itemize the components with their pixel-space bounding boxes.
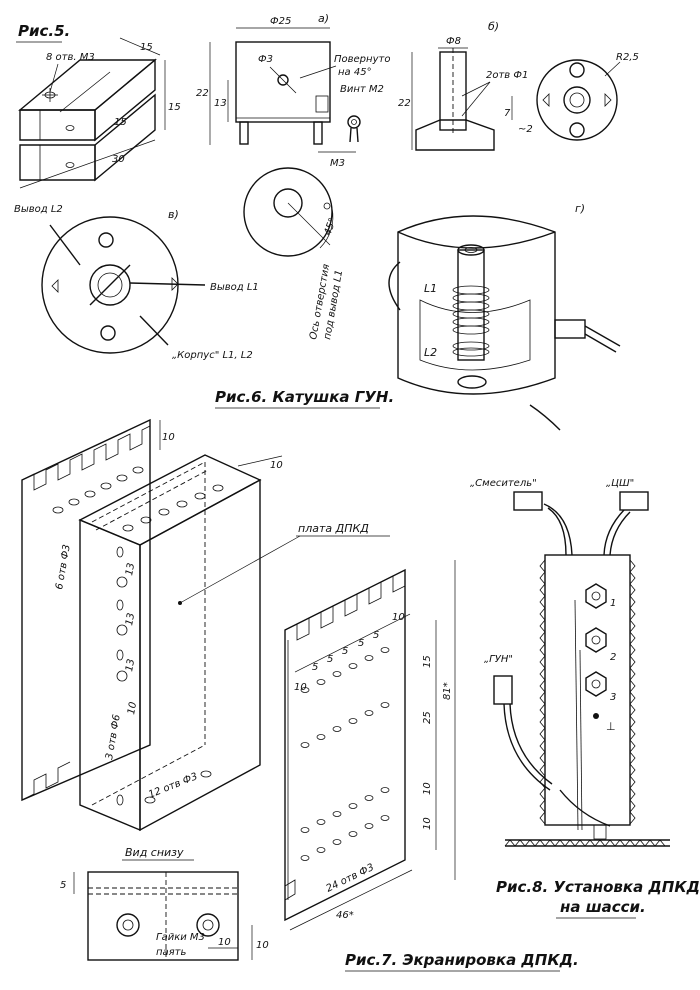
fig6g-assembly: г) L1 L2 Рис.6. Катушка ГУН.: [215, 202, 621, 431]
fig5-caption: Рис.5.: [18, 22, 70, 40]
fig8-caption-1: Рис.8. Установка ДПКД: [496, 878, 700, 896]
fig6b-dim-d8: Ф8: [446, 36, 461, 47]
fig7-dim-13b: 13: [124, 612, 137, 626]
fig6b-dim-22: 22: [398, 98, 411, 109]
fig6v-lead-l2: Вывод L2: [14, 204, 63, 215]
fig7-dim-10f: 10: [218, 937, 231, 948]
fig7-dim-13a: 13: [124, 562, 137, 576]
fig6g-l1: L1: [424, 282, 437, 295]
fig8-connector-3: [585, 671, 607, 697]
fig7-hole-row: [52, 466, 144, 514]
fig7-nuts: Гайки М3: [156, 932, 205, 943]
fig6b-label: б): [488, 20, 499, 33]
fig7-dim-10d: 10: [422, 782, 433, 795]
fig6g-label: г): [575, 202, 585, 215]
fig6v-terminals: в) Вывод L2 Вывод L1 „Корпус" L1, L2: [14, 204, 259, 361]
fig7-dim-10a: 10: [162, 432, 175, 443]
fig5-dim-15a: 15: [140, 42, 153, 53]
fig8-connector-1: [585, 583, 607, 609]
fig6g-l2: L2: [424, 346, 437, 359]
fig7-solder: паять: [156, 947, 187, 958]
fig6b-shaft: б) Ф8 22 2отв Ф1 7 ~2 R2,5: [398, 20, 639, 151]
fig7-board-label: плата ДПКД: [298, 522, 369, 535]
fig8-n3: 3: [610, 692, 616, 703]
fig6a-rotated2: на 45°: [338, 67, 372, 78]
fig8-ground: ⊥: [606, 720, 616, 733]
fig7-holes-12: 12 отв Ф3: [147, 771, 199, 801]
fig5-holes-label: 8 отв. М3: [46, 52, 95, 63]
fig5-dim-15b: 15: [168, 102, 181, 113]
fig8-connector-2: [585, 627, 607, 653]
fig7-dim-10g: 10: [256, 940, 269, 951]
fig7-dim-10c: 10: [126, 701, 139, 715]
fig7-board-sheet: 10 5 5 5 5 5 10 15 25 81* 10 10 24 отв Ф…: [284, 560, 456, 931]
fig6a-dim-d25: Ф25: [270, 16, 291, 27]
fig6a-angle: 45°: [322, 217, 338, 237]
fig7-dim-13c: 13: [124, 658, 137, 672]
fig8-mixer: „Смеситель": [470, 478, 537, 489]
fig6v-label: в): [168, 208, 179, 221]
fig6a-dim-13: 13: [214, 98, 227, 109]
fig6a-label: а): [318, 12, 329, 25]
fig6a-rotated: Повернуто: [334, 54, 390, 65]
fig6b-dim-2: ~2: [518, 124, 533, 135]
fig7-caption: Рис.7. Экранировка ДПКД.: [345, 951, 579, 969]
fig7-shield-box: плата ДПКД 10 13 13 13 3 отв Ф6 10 12 от…: [78, 454, 390, 832]
fig7-bottom-view: Вид снизу 5 Гайки М3 паять 10 10 Рис.7. …: [60, 846, 579, 972]
fig8-caption-2: на шасси.: [560, 898, 646, 916]
fig7-bottom-view-label: Вид снизу: [125, 846, 184, 859]
fig7-dim-5: 5: [60, 880, 66, 891]
fig7-dim-top-1: 5: [312, 662, 318, 673]
fig6b-holes: 2отв Ф1: [486, 70, 528, 81]
fig5-bracket: Рис.5. 8 отв. М3 15 15 15 30: [16, 22, 181, 189]
fig7-box-holes: [116, 484, 224, 806]
fig5-dim-30: 30: [112, 154, 125, 165]
fig6-caption: Рис.6. Катушка ГУН.: [215, 388, 394, 406]
fig8-n1: 1: [610, 598, 616, 609]
fig5-hole: [42, 88, 75, 168]
fig7-dim-46: 46*: [336, 910, 354, 921]
fig8-gun: „ГУН": [484, 654, 513, 665]
fig7-dim-top-4: 5: [358, 638, 364, 649]
fig6v-lead-l1: Вывод L1: [210, 282, 259, 293]
fig7-holes-3: 3 отв Ф6: [104, 714, 123, 761]
fig7-dim-10e: 10: [422, 817, 433, 830]
fig6a-dim-m3: М3: [330, 158, 345, 169]
fig6g-winding: [452, 285, 490, 357]
fig6a-dim-d3: Ф3: [258, 54, 273, 65]
fig6v-case: „Корпус" L1, L2: [172, 350, 253, 361]
fig7-dim-top-0: 10: [294, 682, 307, 693]
fig6a-dim-22: 22: [196, 88, 209, 99]
fig7-dim-top-6: 10: [392, 612, 405, 623]
fig7-shield-lid: 10 6 отв Ф3: [21, 418, 175, 802]
fig7-dim-top-5: 5: [373, 630, 379, 641]
fig7-board-holes: [300, 647, 390, 861]
fig7-dim-top-2: 5: [327, 654, 333, 665]
fig5-dim-15c: 15: [114, 117, 127, 128]
fig8-n2: 2: [610, 652, 616, 663]
fig7-dim-81: 81*: [442, 682, 453, 700]
fig8-csh: „ЦШ": [606, 478, 634, 489]
fig6b-dim-7: 7: [504, 108, 511, 119]
fig7-dim-top-3: 5: [342, 646, 348, 657]
fig7-dim-15: 15: [422, 655, 433, 668]
fig8-mounting: „Смеситель" „ЦШ" „ГУН" 1 2 3: [470, 478, 700, 919]
fig7-holes-v: 6 отв Ф3: [54, 544, 73, 591]
fig7-dim-25: 25: [422, 711, 433, 724]
fig7-dim-10b: 10: [270, 460, 283, 471]
fig6b-dim-r25: R2,5: [616, 52, 639, 63]
fig6a-screw: Винт М2: [340, 84, 384, 95]
